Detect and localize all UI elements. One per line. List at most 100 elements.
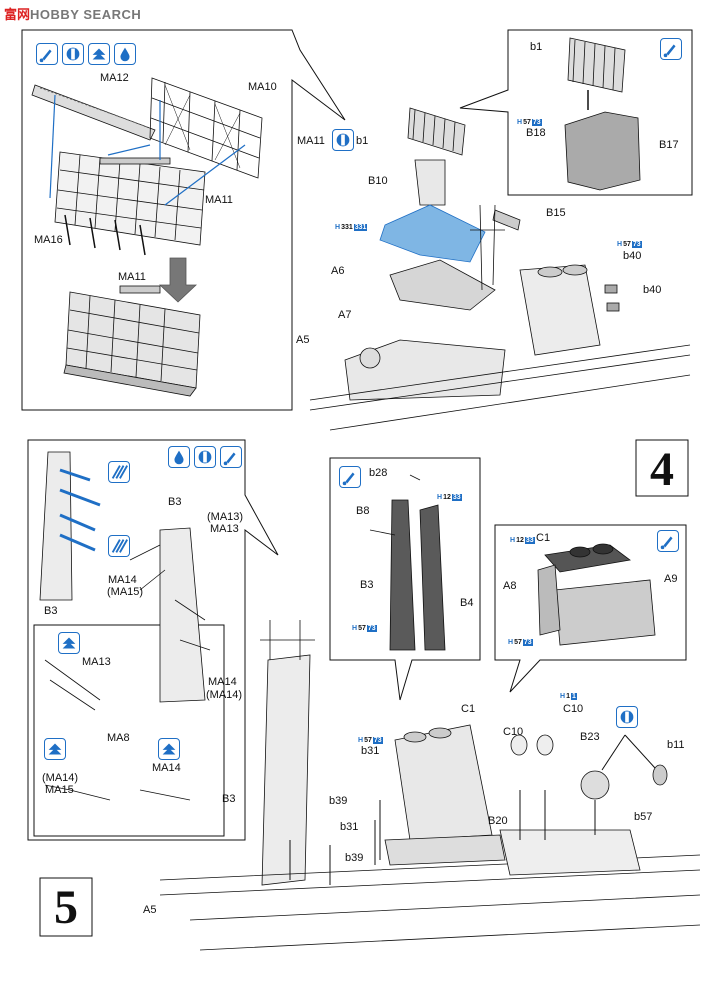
callout-frame-c1 bbox=[494, 524, 687, 693]
rotate-both-sides-icon bbox=[616, 706, 638, 728]
fold-up-icon bbox=[88, 43, 110, 65]
badge-n1: 12 bbox=[516, 537, 524, 544]
part-label: A6 bbox=[331, 265, 345, 277]
part-label: MA12 bbox=[100, 72, 129, 84]
part-label: B10 bbox=[368, 175, 388, 187]
callout-frame-b28 bbox=[329, 457, 481, 701]
part-label: B3 bbox=[222, 793, 236, 805]
badge-h: H bbox=[358, 737, 364, 744]
watermark-middle: 网 bbox=[17, 7, 31, 22]
paint-drop-icon bbox=[114, 43, 136, 65]
part-label: MA11 bbox=[297, 135, 325, 147]
fold-up-icon bbox=[44, 738, 66, 760]
part-label: B23 bbox=[580, 731, 600, 743]
part-label: C1 bbox=[461, 703, 476, 715]
badge-n2: 33 bbox=[524, 537, 535, 544]
badge-n2: 1 bbox=[570, 693, 577, 700]
part-label: MA14 bbox=[208, 676, 237, 688]
part-label: MA11 bbox=[205, 194, 233, 206]
badge-n1: 57 bbox=[364, 737, 372, 744]
part-label: B17 bbox=[659, 139, 679, 151]
part-label: b31 bbox=[361, 745, 380, 757]
part-label: b1 bbox=[530, 41, 543, 53]
badge-n1: 12 bbox=[443, 494, 451, 501]
part-label: b28 bbox=[369, 467, 388, 479]
badge-h: H bbox=[437, 494, 443, 501]
badge-n1: 57 bbox=[523, 119, 531, 126]
badge-h: H bbox=[508, 639, 514, 646]
rotate-both-sides-icon bbox=[194, 446, 216, 468]
part-label: MA13 bbox=[82, 656, 111, 668]
part-label: B15 bbox=[546, 207, 566, 219]
badge-n2: 73 bbox=[366, 625, 377, 632]
badge-h: H bbox=[617, 241, 623, 248]
badge-n2: 73 bbox=[372, 737, 383, 744]
part-label: b1 bbox=[356, 135, 369, 147]
part-label: A8 bbox=[503, 580, 517, 592]
badge-n2: 73 bbox=[531, 119, 542, 126]
part-label: MA16 bbox=[34, 234, 63, 246]
part-label: b57 bbox=[634, 811, 653, 823]
glue-tube-icon bbox=[657, 530, 679, 552]
part-label: C10 bbox=[503, 726, 524, 738]
fold-up-icon bbox=[158, 738, 180, 760]
paint-drop-icon bbox=[168, 446, 190, 468]
badge-h: H bbox=[560, 693, 566, 700]
watermark-text: OBBY SEARCH bbox=[39, 7, 142, 22]
badge-h: H bbox=[510, 537, 516, 544]
part-label: A5 bbox=[143, 904, 157, 916]
step-4-frame bbox=[635, 439, 689, 497]
rotate-both-sides-icon bbox=[332, 129, 354, 151]
glue-tube-icon bbox=[660, 38, 682, 60]
badge-h: H bbox=[517, 119, 523, 126]
badge-n2: 33 bbox=[451, 494, 462, 501]
callout-frame-b1-radar bbox=[459, 29, 693, 196]
part-label: b40 bbox=[623, 250, 642, 262]
part-label: MA15 bbox=[45, 784, 74, 796]
part-label: C10 bbox=[563, 703, 584, 715]
watermark: 富网HOBBY SEARCH bbox=[4, 4, 141, 23]
badge-n1: 57 bbox=[514, 639, 522, 646]
badge-n1: 57 bbox=[623, 241, 631, 248]
badge-n2: 331 bbox=[353, 224, 368, 231]
badge-h: H bbox=[335, 224, 341, 231]
badge-n2: 73 bbox=[631, 241, 642, 248]
part-label: B3 bbox=[44, 605, 58, 617]
part-label: b11 bbox=[667, 739, 685, 751]
part-label: MA10 bbox=[248, 81, 277, 93]
part-label: B18 bbox=[526, 127, 546, 139]
watermark-prefix: 富 bbox=[4, 7, 18, 22]
part-label: b39 bbox=[345, 852, 364, 864]
part-label: B20 bbox=[488, 815, 508, 827]
part-label: (MA15) bbox=[107, 586, 144, 598]
part-label: b39 bbox=[329, 795, 348, 807]
hatch-etch-icon bbox=[108, 535, 130, 557]
step-5-number: 5 bbox=[41, 879, 91, 935]
part-label: MA11 bbox=[118, 271, 146, 283]
badge-n1: 57 bbox=[358, 625, 366, 632]
rotate-both-sides-icon bbox=[62, 43, 84, 65]
badge-n2: 73 bbox=[522, 639, 533, 646]
part-label: A7 bbox=[338, 309, 352, 321]
part-label: B3 bbox=[168, 496, 182, 508]
fold-up-icon bbox=[58, 632, 80, 654]
glue-tube-icon bbox=[36, 43, 58, 65]
part-label: B4 bbox=[460, 597, 474, 609]
glue-tube-icon bbox=[220, 446, 242, 468]
watermark-lead: H bbox=[30, 7, 40, 22]
part-label: MA14 bbox=[152, 762, 181, 774]
part-label: C1 bbox=[536, 532, 551, 544]
step-5-frame bbox=[39, 877, 93, 937]
part-label: (MA13) bbox=[207, 511, 244, 523]
callout-frame-b3-mast bbox=[27, 439, 279, 841]
badge-n1: 1 bbox=[566, 693, 570, 700]
part-label: b31 bbox=[340, 821, 359, 833]
